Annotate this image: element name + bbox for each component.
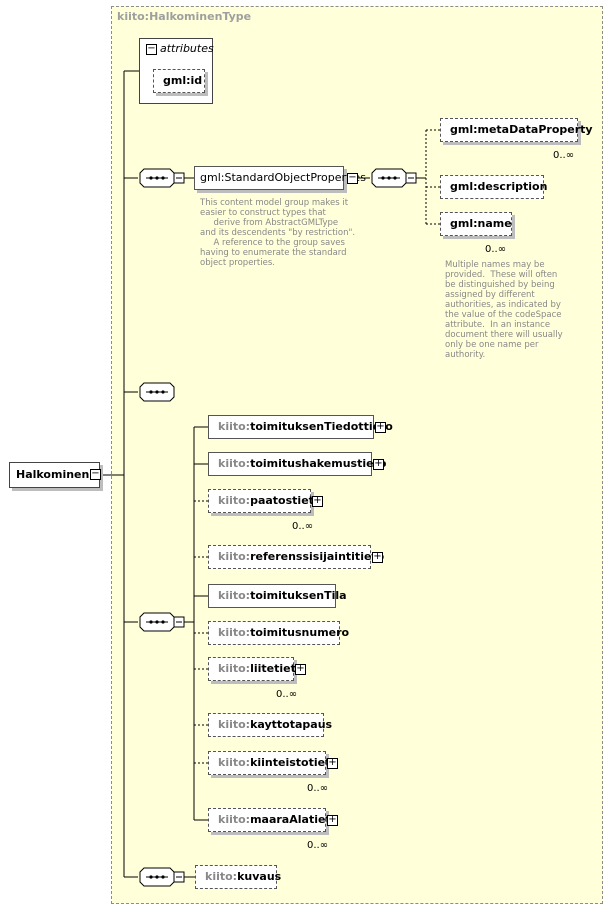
element-label: toimitushakemustieto <box>250 457 387 470</box>
group-documentation: This content model group makes it easier… <box>200 198 356 268</box>
element-kuvaus[interactable]: kiito:kuvaus <box>195 865 281 889</box>
group-name: StandardObjectProperties <box>224 171 366 184</box>
sequence-compositor[interactable] <box>139 168 185 188</box>
element-label: liitetieto <box>250 662 304 675</box>
element-toimituksen-tiedottieto[interactable]: kiito:toimituksenTiedottieto <box>208 415 393 439</box>
collapse-icon[interactable]: − <box>347 172 358 184</box>
attribute-gml-id[interactable]: gml:id <box>153 69 205 93</box>
element-label: toimituksenTila <box>250 589 347 602</box>
element-label: gml:metaDataProperty <box>450 123 593 136</box>
expand-icon[interactable]: + <box>372 551 383 563</box>
sequence-compositor[interactable] <box>139 867 185 887</box>
element-label: kuvaus <box>237 870 282 883</box>
element-prefix: kiito: <box>218 457 251 470</box>
expand-icon[interactable]: + <box>327 814 338 826</box>
element-label: gml:description <box>450 180 548 193</box>
element-documentation: Multiple names may be provided. These wi… <box>445 260 563 360</box>
element-name[interactable]: gml:name <box>440 212 512 236</box>
element-prefix: kiito: <box>218 626 251 639</box>
collapse-icon[interactable]: − <box>146 43 157 55</box>
element-prefix: kiito: <box>218 550 251 563</box>
element-paatostieto[interactable]: kiito:paatostieto <box>208 489 321 513</box>
element-toimitusnumero[interactable]: kiito:toimitusnumero <box>208 621 349 645</box>
sequence-compositor[interactable] <box>139 612 185 632</box>
element-prefix: kiito: <box>205 870 238 883</box>
element-referenssisijaintitieto[interactable]: kiito:referenssisijaintitieto <box>208 545 384 569</box>
element-description[interactable]: gml:description <box>440 175 548 199</box>
multiplicity: 0..∞ <box>276 689 298 700</box>
element-label: maaraAlatieto <box>250 813 339 826</box>
element-label: kiinteistotieto <box>250 756 338 769</box>
expand-icon[interactable]: + <box>373 458 384 470</box>
expand-icon[interactable]: + <box>312 495 323 507</box>
element-label: toimituksenTiedottieto <box>250 420 393 433</box>
group-standard-object-properties[interactable]: gml:StandardObjectProperties <box>194 166 366 190</box>
element-toimitushakemustieto[interactable]: kiito:toimitushakemustieto <box>208 452 386 476</box>
element-kayttotapaus[interactable]: kiito:kayttotapaus <box>208 713 332 737</box>
element-label: toimitusnumero <box>250 626 350 639</box>
attribute-label: gml:id <box>163 74 203 87</box>
element-liitetieto[interactable]: kiito:liitetieto <box>208 657 303 681</box>
multiplicity: 0..∞ <box>307 840 329 851</box>
element-prefix: kiito: <box>218 813 251 826</box>
element-prefix: kiito: <box>218 420 251 433</box>
expand-icon[interactable]: + <box>327 757 338 769</box>
multiplicity: 0..∞ <box>307 783 329 794</box>
root-element-label: Halkominen <box>16 468 90 481</box>
multiplicity: 0..∞ <box>553 150 575 161</box>
element-label: kayttotapaus <box>250 718 333 731</box>
multiplicity: 0..∞ <box>292 521 314 532</box>
element-meta-data-property[interactable]: gml:metaDataProperty <box>440 118 593 142</box>
element-label: gml:name <box>450 217 512 230</box>
multiplicity: 0..∞ <box>485 244 507 255</box>
element-toimituksen-tila[interactable]: kiito:toimituksenTila <box>208 584 347 608</box>
element-label: paatostieto <box>250 494 322 507</box>
element-label: referenssisijaintitieto <box>250 550 385 563</box>
collapse-icon[interactable]: − <box>90 468 101 480</box>
element-kiinteistotieto[interactable]: kiito:kiinteistotieto <box>208 751 338 775</box>
element-prefix: kiito: <box>218 662 251 675</box>
group-prefix: gml: <box>200 171 225 184</box>
root-element[interactable]: Halkominen − <box>9 462 101 488</box>
attributes-title: attributes <box>160 42 214 55</box>
expand-icon[interactable]: + <box>375 421 386 433</box>
element-prefix: kiito: <box>218 756 251 769</box>
element-prefix: kiito: <box>218 494 251 507</box>
sequence-compositor[interactable] <box>139 382 175 402</box>
element-prefix: kiito: <box>218 718 251 731</box>
element-prefix: kiito: <box>218 589 251 602</box>
element-maara-alatieto[interactable]: kiito:maaraAlatieto <box>208 808 338 832</box>
sequence-compositor[interactable] <box>371 168 417 188</box>
expand-icon[interactable]: + <box>295 663 306 675</box>
type-name: kiito:HalkominenType <box>117 10 252 23</box>
